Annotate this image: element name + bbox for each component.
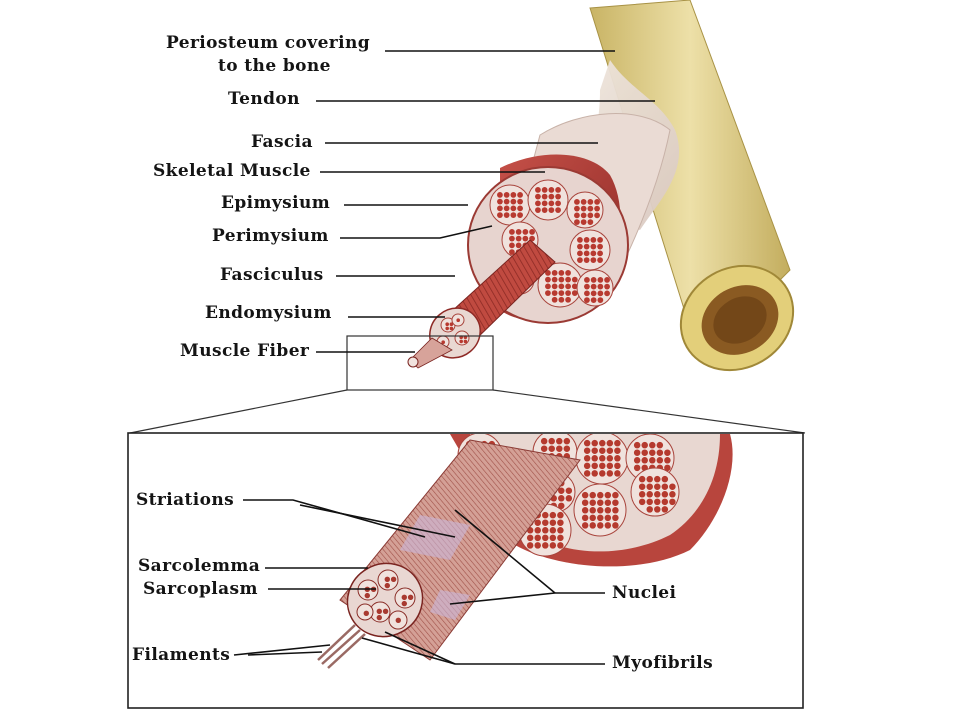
label-tendon: Tendon: [228, 89, 300, 109]
label-endomysium: Endomysium: [205, 303, 332, 323]
myofibril-bundle: [356, 569, 416, 630]
label-periosteum-line1: Periosteum covering: [166, 33, 370, 53]
fascicle-groups: [489, 179, 614, 308]
label-striations: Striations: [136, 490, 234, 510]
zoom-region-box: [346, 335, 494, 391]
label-fascia: Fascia: [251, 132, 313, 152]
label-perimysium: Perimysium: [212, 226, 329, 246]
label-sarcolemma: Sarcolemma: [138, 556, 260, 576]
label-epimysium: Epimysium: [221, 193, 330, 213]
label-periosteum-line2: to the bone: [218, 56, 331, 76]
fasciculus-illustration: [407, 239, 556, 369]
muscle-fiber: [409, 337, 453, 369]
labels: Periosteum covering to the bone Tendon F…: [132, 33, 713, 673]
zoom-line-left: [129, 389, 348, 434]
bone-illustration: [589, 0, 795, 372]
label-fasciculus: Fasciculus: [220, 265, 324, 285]
label-muscle-fiber: Muscle Fiber: [180, 341, 310, 361]
label-filaments: Filaments: [132, 645, 230, 665]
zoom-panel: [127, 432, 804, 709]
label-sarcoplasm: Sarcoplasm: [143, 579, 258, 599]
zoom-line-right: [492, 389, 806, 434]
label-nuclei: Nuclei: [612, 583, 677, 603]
label-myofibrils: Myofibrils: [612, 653, 713, 673]
nucleus-shape: [400, 515, 470, 560]
label-skeletal-muscle: Skeletal Muscle: [153, 161, 311, 181]
leader-lines: [233, 50, 655, 665]
